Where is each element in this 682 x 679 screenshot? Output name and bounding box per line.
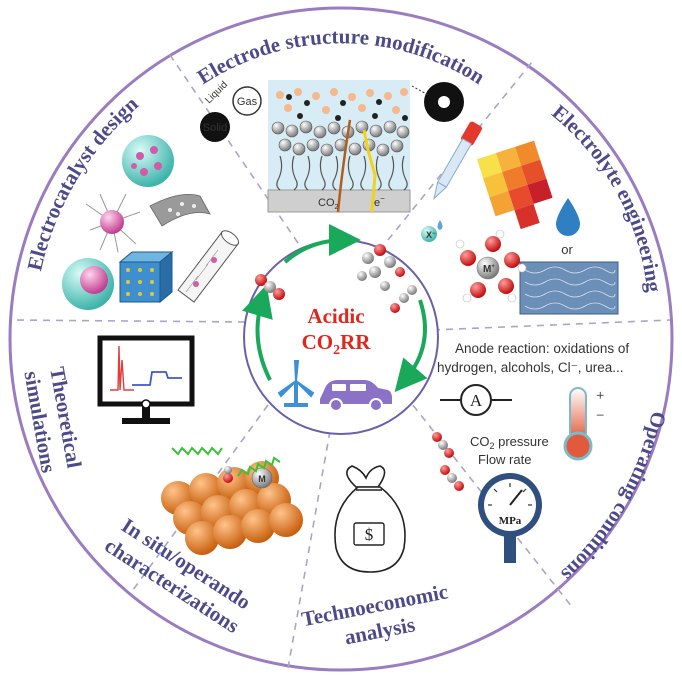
mof-cube-icon [118, 250, 174, 304]
svg-text:A: A [470, 391, 483, 410]
or-label: or [561, 242, 573, 257]
catalyst-surface-spheres: M [161, 461, 303, 555]
polymer-strands [524, 266, 616, 310]
core-shell-sphere-icon [122, 135, 174, 187]
svg-text:−: − [596, 408, 604, 424]
svg-text:CO2: CO2 [318, 197, 339, 211]
anode-reaction-text-line1: Anode reaction: oxidations of [455, 341, 629, 356]
svg-text:Solid: Solid [203, 122, 227, 134]
hydrated-cation-icon: M+ [455, 229, 527, 303]
cycle-arrow-left [242, 284, 273, 381]
computer-monitor-icon [97, 335, 195, 424]
product-molecules-icon [357, 244, 417, 313]
svg-text:+: + [596, 388, 604, 404]
svg-text:MPa: MPa [499, 515, 522, 527]
cycle-arrow-right [394, 299, 428, 393]
flow-rate-label: Flow rate [478, 452, 531, 467]
color-palette-grid [476, 140, 553, 230]
cycle-arrow-top [283, 224, 361, 264]
anode-reaction-text-line2: hydrogen, alcohols, Cl⁻, urea... [437, 360, 623, 375]
svg-text:M: M [258, 474, 266, 484]
electrode-structure-illustration: CO2 e− [267, 80, 411, 213]
pressure-gauge-icon: MPa [478, 473, 542, 563]
co2-molecules-pair-icon [432, 432, 464, 491]
pipette-icon [433, 121, 482, 200]
ligand-nanoparticle-icon [85, 193, 141, 253]
center-title-co2rr: CO2RR [302, 330, 372, 358]
water-drop-icon [556, 198, 580, 236]
yolk-shell-sphere-icon [62, 258, 114, 310]
ammeter-icon: A [440, 384, 512, 416]
drop-small-icon [437, 220, 443, 230]
svg-text:$: $ [365, 525, 374, 544]
center-cycle [242, 224, 428, 393]
co2-pressure-label: CO2 pressure [470, 434, 549, 451]
car-icon [320, 380, 392, 412]
money-bag-icon: $ [334, 465, 406, 573]
co2-molecule-icon [255, 274, 285, 300]
svg-text:e−: e− [374, 194, 385, 209]
anion-icon: X− [421, 226, 437, 242]
center-title-acidic: Acidic [307, 304, 364, 328]
svg-text:Gas: Gas [237, 96, 258, 108]
polymer-matrix-image [519, 261, 619, 315]
svg-text:M+: M+ [483, 264, 495, 275]
svg-text:X−: X− [426, 230, 436, 240]
thermometer-icon: + − [563, 387, 604, 461]
electrode-disc-icon [411, 82, 464, 122]
probe-wave-icons [171, 446, 281, 477]
nanosheet-icon [149, 193, 211, 227]
wind-turbine-icon [277, 360, 315, 407]
nanotube-icon [177, 230, 240, 303]
